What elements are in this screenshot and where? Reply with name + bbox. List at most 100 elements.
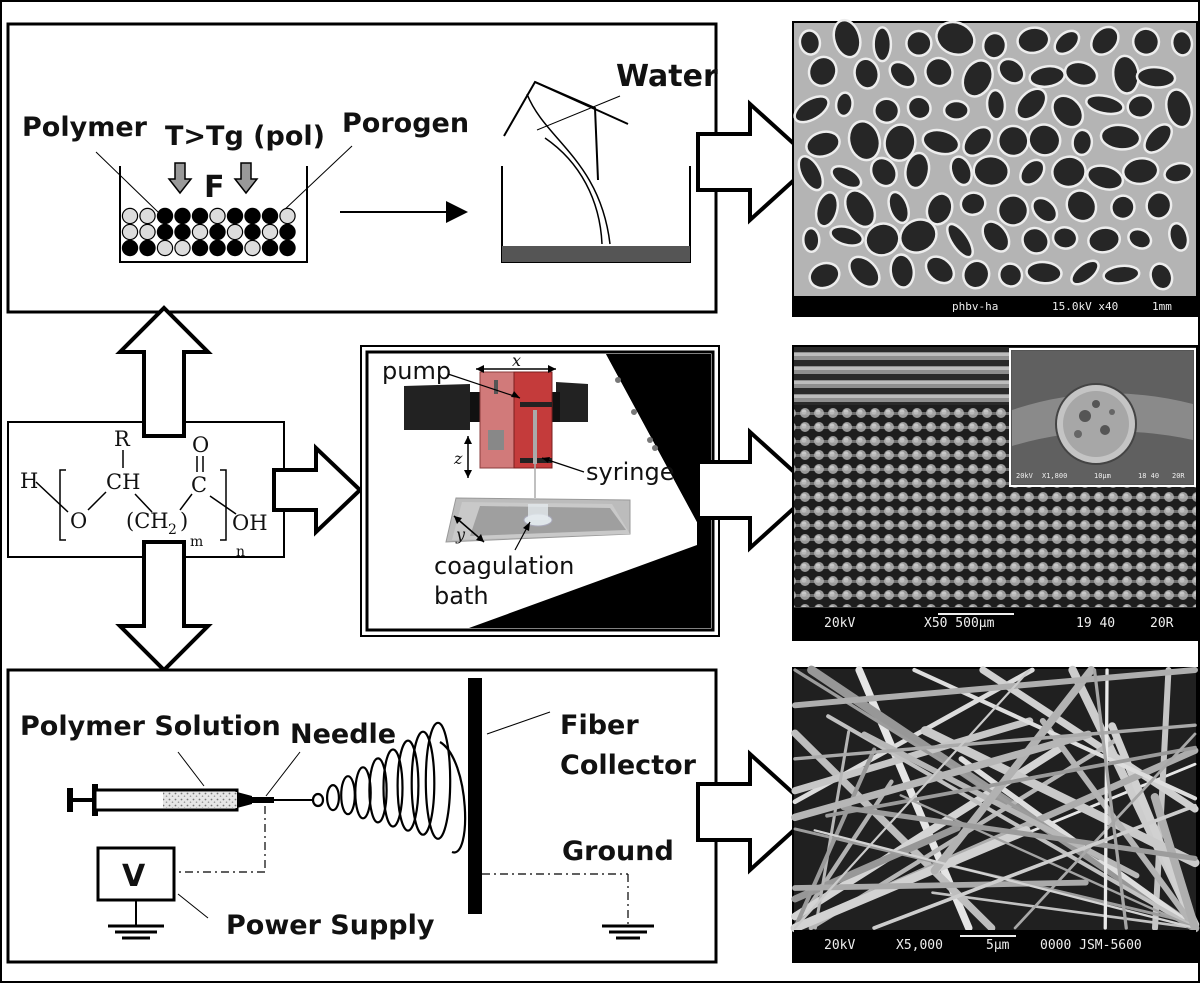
sem-pore (1102, 264, 1141, 285)
porogen-particle (191, 223, 209, 241)
bath-label: bath (434, 582, 489, 610)
temperature-label: T>Tg (pol) (165, 121, 325, 152)
porogen-particle (244, 239, 261, 257)
sem3-voltage: 20kV (824, 938, 855, 953)
sem-fiber-layer (794, 468, 1196, 471)
sem-pore (972, 154, 1011, 188)
polymer-particle (121, 239, 139, 257)
mould-container (119, 166, 308, 263)
voltage-symbol: V (122, 859, 146, 894)
chem-o-top: O (192, 433, 209, 457)
chem-ch2: (CH (126, 509, 169, 533)
fiber-collector-plate (468, 678, 482, 914)
sem-nanofiber (793, 668, 1031, 930)
electrospinning-panel (6, 668, 718, 964)
chem-n: n (236, 544, 245, 560)
sem-pore (830, 165, 863, 190)
sem-nanofiber (840, 804, 1198, 861)
sem-caption-bar (794, 296, 1196, 315)
sem-pore (1051, 155, 1087, 189)
supply-ground-icon (108, 924, 164, 940)
jet-loop-tail (439, 741, 467, 854)
sem-pore (949, 155, 973, 187)
sem-nanofiber (931, 891, 1197, 930)
sem-pore (904, 151, 931, 190)
sem3-scale: 5µm (986, 938, 1010, 953)
jet-loop (311, 792, 325, 808)
sem-fiber-layer (794, 454, 1196, 457)
sem2-voltage: 20kV (824, 616, 855, 631)
sem-pore (942, 99, 970, 121)
arrow-to-electrospinning-icon (115, 540, 213, 673)
porogen-particle (261, 223, 279, 241)
porogen-particle (121, 207, 139, 225)
polymer-particle (156, 207, 174, 225)
water-label: Water (616, 59, 718, 94)
power-supply-label: Power Supply (226, 910, 435, 941)
pump-leader-line (447, 373, 521, 399)
sem-pore (1015, 87, 1048, 121)
sem-pore (864, 222, 901, 257)
sem-nanofiber (861, 731, 1140, 879)
sem-pore (834, 91, 854, 118)
arrow-to-sem-leaching-icon (696, 99, 817, 225)
phb-chemical-structure: H O CH R (CH 2 ) m C O n OH (20, 427, 268, 560)
jet-loop (368, 757, 388, 824)
sem-pore (981, 31, 1008, 60)
polymer-solution-fill (163, 792, 237, 808)
polymer-solution-label: Polymer Solution (20, 711, 281, 742)
chem-r: R (114, 427, 131, 451)
sem-pore (962, 259, 991, 290)
sem-pore (873, 97, 901, 124)
sem3-code: 0000 JSM-5600 (1040, 938, 1142, 953)
sem-nanofiber (793, 723, 1197, 761)
jet-loop (424, 721, 452, 840)
sem-pore (1086, 164, 1125, 191)
arrow-to-wet-spinning-icon (272, 443, 363, 537)
sem-fiber-layer (794, 426, 1196, 429)
water-stream-2 (544, 137, 603, 245)
particulate-leaching-panel (6, 22, 718, 314)
polymer-porogen-mixture (121, 207, 296, 257)
sem-nanofiber (979, 666, 1199, 813)
sem-nanofiber (1039, 717, 1198, 931)
sem-pore (1090, 25, 1120, 56)
porogen-particle (209, 207, 226, 225)
sem-nanofiber (930, 666, 1096, 875)
sem-pore (959, 191, 987, 217)
sem-pore (1065, 189, 1098, 223)
polymer-particle (209, 239, 226, 257)
sem-pore (1121, 157, 1160, 186)
chemical-structure-panel (7, 421, 285, 558)
power-supply-box (96, 846, 176, 902)
sem-nanofiber (1103, 668, 1109, 930)
sem-fiber-layer (794, 524, 1196, 527)
sem-pore (961, 59, 994, 98)
sem-pore (1031, 196, 1059, 224)
ground-label: Ground (562, 836, 674, 867)
sem-pore (1145, 191, 1173, 220)
collector-ground-icon (602, 924, 654, 940)
force-arrow-right-icon (233, 162, 259, 195)
jet-loop (382, 748, 404, 828)
sem-pore (1163, 161, 1194, 184)
sem-nanofiber (920, 726, 1200, 868)
chem-m: m (190, 534, 203, 550)
inset-scale: 10µm (1094, 472, 1111, 480)
polymer-particle (244, 207, 261, 225)
chem-ch2-close: ) (180, 509, 188, 533)
coagulation-label: coagulation (434, 552, 574, 580)
sem-pore (921, 128, 961, 156)
polymer-particle (174, 207, 191, 225)
wet-spinning-render (369, 354, 711, 628)
sem-nanofiber (791, 730, 1093, 822)
sem-electrospun-mat-image: 20kV X5,000 5µm 0000 JSM-5600 (790, 665, 1200, 963)
sem-pore (1053, 29, 1081, 56)
sem-pore (1021, 226, 1050, 255)
syringe-leader-line (541, 457, 585, 473)
sem-pore (1051, 94, 1085, 129)
jet-loop (326, 783, 341, 812)
force-arrow-left-icon (167, 162, 193, 195)
bracket-right (220, 469, 227, 541)
sem-pore (1168, 222, 1190, 252)
